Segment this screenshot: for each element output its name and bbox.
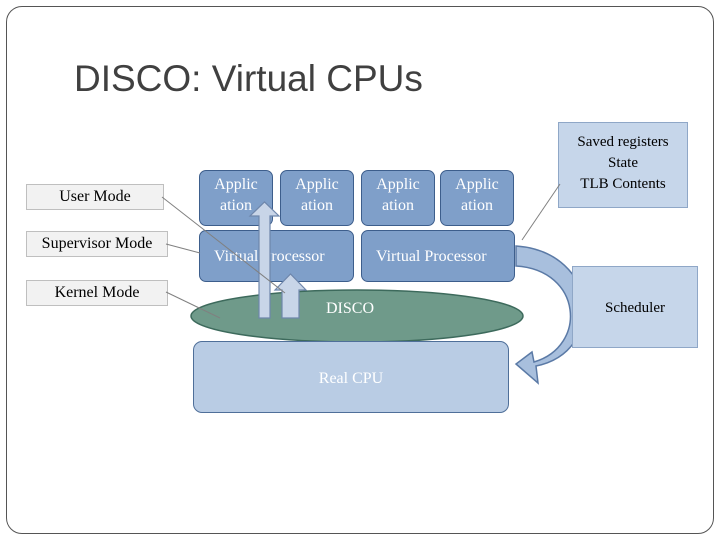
saved-state-connector bbox=[521, 183, 561, 241]
user-mode-connector bbox=[161, 196, 286, 294]
virtual-processor-box: Virtual Processor bbox=[361, 230, 515, 282]
real-cpu-box: Real CPU bbox=[193, 341, 509, 413]
supervisor-mode-label: Supervisor Mode bbox=[26, 231, 168, 257]
disco-label: DISCO bbox=[325, 300, 374, 317]
kernel-mode-connector bbox=[165, 291, 221, 319]
kernel-mode-label: Kernel Mode bbox=[26, 280, 168, 306]
slide-title: DISCO: Virtual CPUs bbox=[74, 58, 423, 99]
user-mode-label: User Mode bbox=[26, 184, 164, 210]
up-arrow bbox=[248, 201, 281, 319]
scheduler-callout: Scheduler bbox=[572, 266, 698, 348]
up-arrow bbox=[273, 273, 308, 319]
saved-state-callout: Saved registers State TLB Contents bbox=[558, 122, 688, 208]
supervisor-mode-connector bbox=[165, 243, 201, 254]
